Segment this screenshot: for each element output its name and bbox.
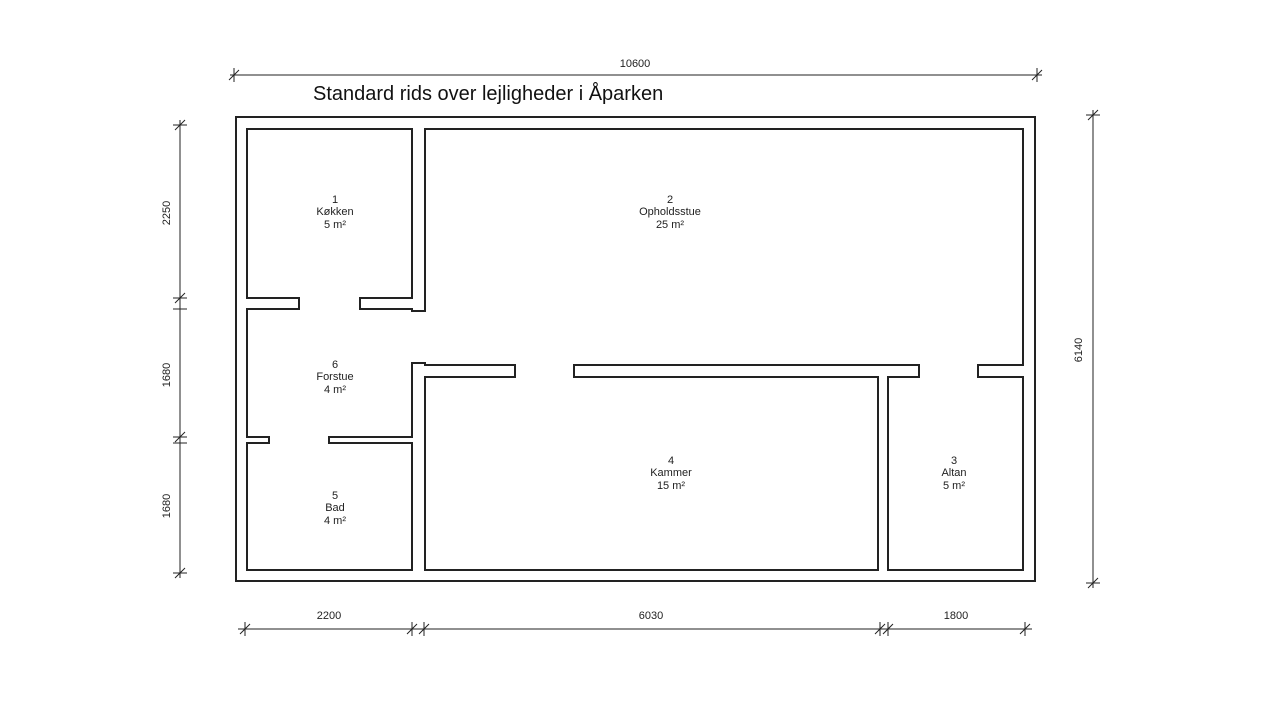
room-name: Køkken: [316, 206, 353, 218]
dimension-labels: 10600 2250 1680 1680 6140 2200 6030 1800: [161, 58, 1085, 622]
room-altan: 3 Altan 5 m²: [941, 455, 966, 492]
room-area: 15 m²: [657, 480, 685, 492]
room-number: 4: [668, 455, 674, 467]
room-name: Forstue: [316, 371, 353, 383]
dimension-lines: [173, 68, 1100, 636]
room-number: 2: [667, 194, 673, 206]
dim-left-2: 1680: [161, 363, 173, 387]
dim-left-3: 1680: [161, 494, 173, 518]
outer-wall: [235, 116, 1036, 582]
dim-right-total: 6140: [1073, 338, 1085, 362]
room-name: Altan: [941, 467, 966, 479]
room-area: 5 m²: [324, 219, 346, 231]
room-area: 25 m²: [656, 219, 684, 231]
room-number: 3: [951, 455, 957, 467]
dim-bottom-1: 2200: [317, 610, 341, 622]
room-area: 4 m²: [324, 515, 346, 527]
room-name: Kammer: [650, 467, 692, 479]
room-opholdsstue: 2 Opholdsstue 25 m²: [639, 194, 701, 231]
dim-bottom-2: 6030: [639, 610, 663, 622]
room-kokken: 1 Køkken 5 m²: [316, 194, 353, 231]
walls: [235, 116, 1036, 582]
room-kammer: 4 Kammer 15 m²: [650, 455, 692, 492]
room-number: 6: [332, 359, 338, 371]
dim-left-1: 2250: [161, 201, 173, 225]
room-number: 1: [332, 194, 338, 206]
dim-top-total: 10600: [620, 58, 651, 70]
room-name: Opholdsstue: [639, 206, 701, 218]
inner-walls: [246, 128, 1024, 571]
room-forstue: 6 Forstue 4 m²: [316, 359, 353, 396]
room-number: 5: [332, 490, 338, 502]
room-area: 5 m²: [943, 480, 965, 492]
dim-bottom-3: 1800: [944, 610, 968, 622]
room-area: 4 m²: [324, 384, 346, 396]
room-bad: 5 Bad 4 m²: [324, 490, 346, 527]
room-name: Bad: [325, 502, 345, 514]
plan-title: Standard rids over lejligheder i Åparken: [313, 82, 663, 105]
room-labels: 1 Køkken 5 m² 2 Opholdsstue 25 m² 3 Alta…: [316, 194, 966, 527]
